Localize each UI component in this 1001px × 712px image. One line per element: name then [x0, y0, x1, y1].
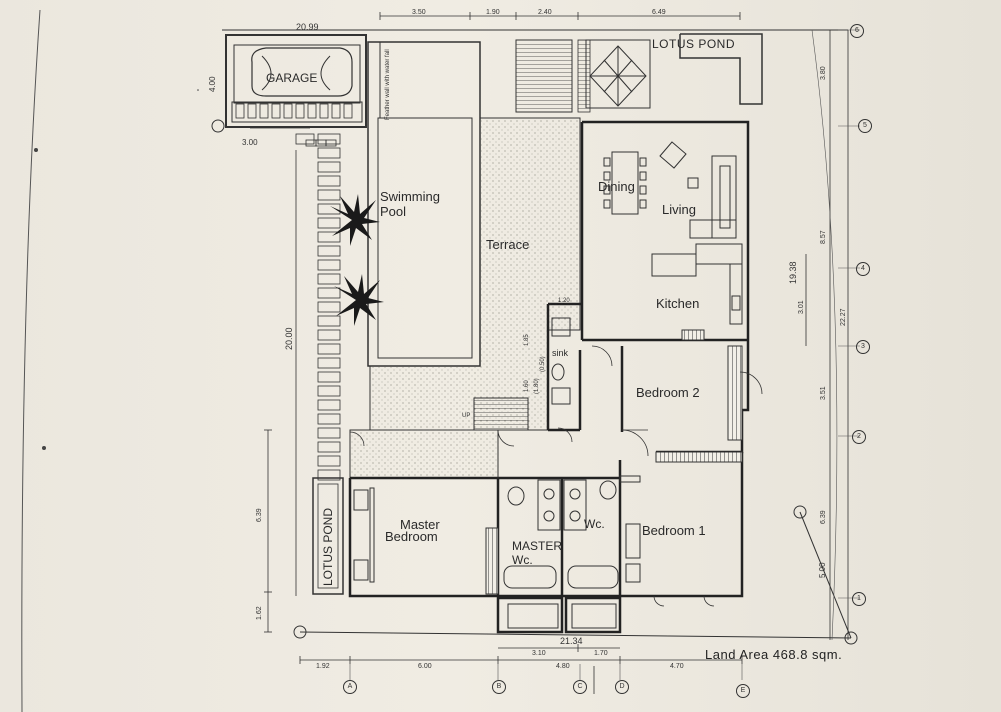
dim-right-seg-1: 3.80	[820, 66, 827, 80]
pavilion	[585, 39, 651, 109]
swimming-pool-label-1: Swimming	[380, 189, 440, 204]
property-boundary	[222, 29, 852, 639]
grid-axis-2: 2	[852, 430, 866, 444]
terrace-label: Terrace	[486, 237, 530, 252]
top-lotus-pond	[679, 33, 763, 105]
grid-axis-b: B	[492, 680, 506, 694]
dim-small-4: (1.80)	[534, 378, 540, 394]
bedroom1-label: Bedroom 1	[642, 523, 706, 538]
dim-right-small: 5.00	[818, 562, 827, 578]
dim-right-diag: 19.38	[788, 261, 798, 284]
dim-bottom-seg-3: 4.80	[556, 663, 570, 670]
house-walls	[348, 120, 750, 634]
dim-bottom-seg-2: 6.00	[418, 663, 432, 670]
feather-wall-label: Feather wall with water fall	[385, 49, 391, 120]
dim-top-seg-1: 3.50	[412, 9, 426, 16]
dim-small-3: 1.60	[524, 380, 530, 392]
dim-left-total: 20.00	[284, 327, 294, 350]
dim-top-seg-2: 1.90	[486, 9, 500, 16]
bedroom2-label: Bedroom 2	[636, 385, 700, 400]
dim-bottom-seg-4: 4.70	[670, 663, 684, 670]
dining-table	[603, 151, 647, 215]
garage-label: GARAGE	[266, 71, 318, 85]
up-label: UP	[462, 413, 471, 419]
grid-axis-5: 5	[858, 119, 872, 133]
wc-label: Wc.	[584, 517, 605, 531]
grid-axis-1: 1	[852, 592, 866, 606]
kitchen-label: Kitchen	[656, 296, 700, 311]
grid-axis-e: E	[736, 684, 750, 698]
dim-right-total: 22.27	[840, 308, 847, 326]
bath-fixtures	[503, 317, 619, 629]
dim-garage-depth: 4.00	[208, 76, 217, 92]
master-bedroom-label-1: Master	[400, 517, 440, 532]
stepping-path	[295, 133, 341, 481]
terrace-stairs	[473, 397, 529, 431]
dim-bottom-inner-1: 3.10	[532, 650, 546, 657]
grid-axis-a: A	[343, 680, 357, 694]
dim-small-2: 1.85	[524, 334, 530, 346]
lotus-pond-left-label: LOTUS POND	[321, 507, 335, 586]
terrace-area	[349, 117, 581, 479]
wardrobe-master	[485, 527, 499, 595]
grid-axis-3: 3	[856, 340, 870, 354]
dim-bottom-total: 21.34	[560, 636, 583, 646]
left-lotus-pond	[312, 477, 344, 595]
door-swings	[349, 345, 763, 607]
dim-top-seg-3: 2.40	[538, 9, 552, 16]
kitchen-counter	[651, 243, 743, 325]
dim-top-seg-4: 6.49	[652, 9, 666, 16]
dim-right-seg-3: 3.01	[798, 300, 805, 314]
grid-axis-c: C	[573, 680, 587, 694]
bedroom1-furniture	[619, 475, 641, 583]
dim-small-5: (0.50)	[540, 356, 546, 372]
lotus-pond-top-label: LOTUS POND	[652, 37, 736, 51]
dining-label: Dining	[598, 179, 635, 194]
dim-small-1: 1.20	[558, 298, 570, 304]
grid-axis-4: 4	[856, 262, 870, 276]
wardrobe-bedroom1	[655, 451, 743, 463]
swimming-pool-label-2: Pool	[380, 204, 407, 219]
dimension-lines	[225, 12, 849, 694]
dim-right-seg-2: 8.57	[820, 230, 827, 244]
dim-top-width: 20.99	[296, 22, 319, 32]
palm-tree-2	[334, 274, 384, 326]
top-stairs	[515, 39, 573, 113]
dim-right-seg-5: 6.39	[820, 510, 827, 524]
wardrobe-bedroom2	[727, 345, 743, 441]
dim-bottom-seg-1: 1.92	[316, 663, 330, 670]
grid-axis-6: 6	[850, 24, 864, 38]
living-label: Living	[662, 202, 696, 217]
master-bedroom-label-2: Bedroom	[385, 529, 438, 544]
master-wc-label-1: MASTER	[512, 539, 563, 553]
master-bed	[353, 487, 375, 583]
dim-bottom-inner-2: 1.70	[594, 650, 608, 657]
palm-tree-1	[330, 194, 380, 246]
dim-garage-width: 3.00	[242, 138, 258, 147]
master-wc-label-2: Wc.	[512, 553, 533, 567]
dim-left-bottom: 1.62	[256, 606, 263, 620]
dim-left-lower: 6.39	[256, 508, 263, 522]
grid-axis-d: D	[615, 680, 629, 694]
living-furniture	[659, 141, 737, 239]
sink-label: sink	[552, 348, 569, 358]
land-area-label: Land Area 468.8 sqm.	[705, 647, 843, 662]
dim-right-seg-4: 3.51	[820, 386, 827, 400]
